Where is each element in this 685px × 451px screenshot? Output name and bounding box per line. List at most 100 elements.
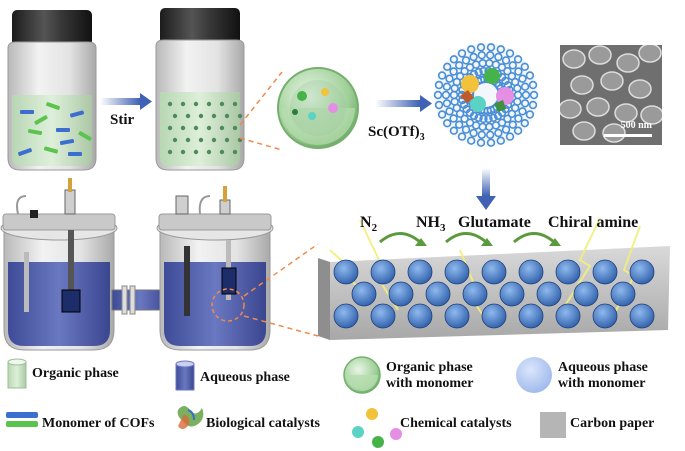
sem-particle — [562, 49, 586, 69]
cof-pore — [528, 100, 538, 110]
droplet — [232, 125, 238, 131]
cof-pore — [505, 132, 515, 141]
cof-pore — [513, 126, 523, 135]
cof-pore — [514, 114, 523, 123]
cof-ball — [333, 259, 359, 285]
h-cell — [0, 178, 274, 351]
cof-pore — [442, 82, 452, 91]
cof-pore — [449, 126, 459, 135]
n2-label: N2 — [360, 214, 378, 235]
sem-particle — [586, 97, 610, 117]
cof-pore — [508, 120, 517, 129]
cof-pore — [518, 74, 527, 83]
cof-pore — [503, 114, 512, 124]
cof-pore — [518, 107, 527, 116]
monomer-rod — [34, 115, 48, 125]
cof-pore — [467, 45, 476, 54]
cof-pore — [437, 110, 447, 119]
carbon-paper-slab — [318, 217, 670, 340]
droplet — [172, 113, 178, 119]
sem-scale-bar — [604, 134, 652, 137]
cof-pore — [486, 43, 496, 52]
cof-pore — [457, 49, 467, 58]
monomer-rod — [43, 146, 59, 154]
droplet — [185, 113, 191, 119]
glutamate-label: Glutamate — [458, 214, 531, 231]
cof-ball — [462, 281, 488, 307]
cof-ball — [388, 281, 414, 307]
sem-particle — [640, 105, 662, 125]
cof-ball — [629, 259, 655, 285]
cof-pore — [474, 113, 483, 123]
droplet — [211, 137, 217, 143]
cof-ball — [592, 259, 618, 285]
cof-ball — [592, 303, 618, 329]
monomer-rod — [68, 152, 82, 156]
sem-particle — [572, 121, 596, 141]
cof-pore — [525, 110, 535, 119]
cof-pore — [455, 61, 464, 70]
sem-scale-text: 500 nm — [620, 120, 652, 131]
cof-pore — [469, 128, 478, 138]
cof-pore — [477, 130, 486, 140]
cof-ball — [518, 259, 544, 285]
nh3-label: NH3 — [416, 214, 446, 235]
droplet — [206, 101, 212, 107]
monomer-rod — [56, 128, 70, 132]
cof-pore — [486, 138, 496, 147]
cof-ball — [370, 259, 396, 285]
cof-pore — [460, 114, 469, 124]
cof-pore — [476, 138, 486, 147]
cof-pore — [461, 56, 471, 65]
droplet — [180, 149, 186, 155]
cof-pore — [455, 71, 465, 81]
cof-pore — [505, 49, 515, 58]
cof-pore — [520, 99, 530, 108]
monomer-rod — [59, 138, 75, 146]
cof-pore — [501, 56, 511, 65]
cof-pore — [434, 80, 444, 90]
cof-pore — [441, 90, 451, 100]
cof-pore — [445, 107, 454, 116]
cof-pore — [469, 52, 478, 62]
stir-label: Stir — [110, 112, 135, 128]
cof-pore — [496, 136, 505, 145]
droplet — [219, 125, 225, 131]
cof-pore — [474, 67, 483, 77]
cof-pore — [497, 63, 507, 72]
monomer-rod — [18, 148, 32, 156]
droplet — [167, 125, 173, 131]
droplet — [193, 101, 199, 107]
legend-icon-biological-catalysts — [177, 406, 204, 429]
cof-ball — [536, 281, 562, 307]
cof-ball — [518, 303, 544, 329]
legend-aqueous-phase: Aqueous phase — [200, 370, 290, 385]
cof-ball — [481, 303, 507, 329]
droplet — [224, 137, 230, 143]
cof-ball — [610, 281, 636, 307]
cof-ball — [629, 303, 655, 329]
legend-icon-organic-phase — [7, 358, 27, 389]
cof-pore — [507, 109, 517, 119]
cof-ball — [555, 303, 581, 329]
cof-ball — [370, 303, 396, 329]
cof-pore — [508, 61, 517, 70]
reaction-arrows — [379, 232, 555, 244]
cof-pore — [486, 50, 495, 60]
cof-ball — [333, 303, 359, 329]
chiral-amine-label: Chiral amine — [548, 214, 639, 231]
cof-pore — [457, 132, 467, 141]
zoom-lines-electrode — [243, 243, 319, 337]
cof-pore — [529, 90, 539, 100]
cof-pore — [513, 55, 523, 64]
droplet — [198, 113, 204, 119]
legend-monomer-cofs: Monomer of COFs — [42, 416, 155, 431]
legend-biological-catalysts: Biological catalysts — [206, 416, 320, 431]
cof-pore — [513, 84, 522, 93]
droplet — [219, 149, 225, 155]
sem-particle — [570, 75, 594, 95]
legend-icon-organic-with-monomer — [343, 356, 381, 394]
cof-pore — [503, 66, 512, 76]
